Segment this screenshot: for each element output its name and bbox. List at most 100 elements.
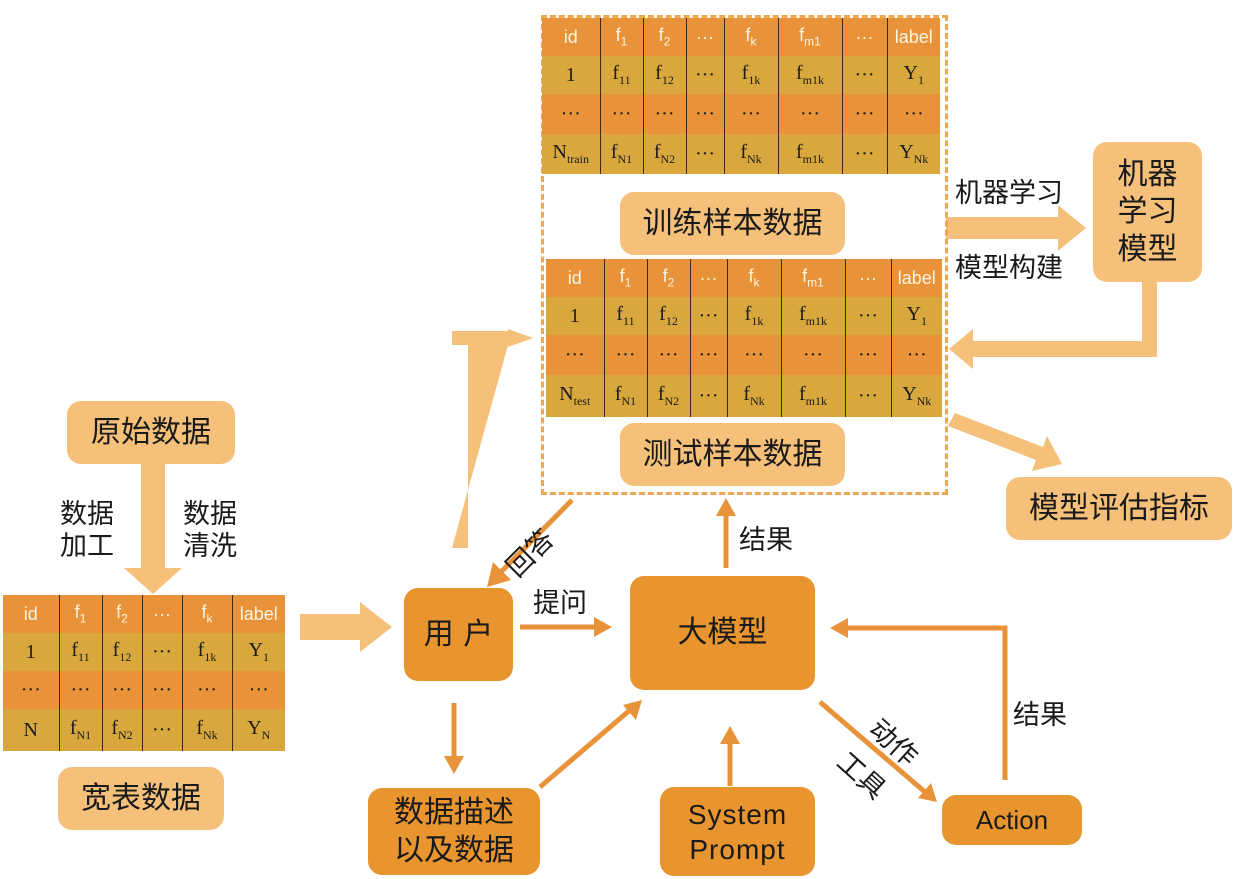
cell-subscript: k	[206, 611, 213, 626]
cell-text: ···	[741, 102, 761, 125]
table-cell: ···	[844, 335, 891, 375]
cell-text: ···	[858, 304, 878, 327]
table-cell: ···	[141, 633, 182, 671]
ml-model-line-2: 学习	[1117, 194, 1178, 230]
table-cell: ···	[689, 335, 727, 375]
table-cell: fN1	[58, 709, 102, 751]
table-cell: ···	[844, 259, 891, 297]
cell-subscript: Nk	[916, 394, 932, 408]
cell-subscript: N2	[660, 152, 676, 166]
table-cell: ···	[141, 709, 182, 751]
cell-text: Y	[899, 141, 914, 163]
cell-text: f	[748, 266, 754, 287]
model-eval-label: 模型评估指标	[1029, 490, 1209, 526]
table-cell: ···	[646, 335, 690, 375]
wide-table-box: 宽表数据	[58, 767, 224, 830]
cell-text: f	[745, 25, 751, 46]
cell-text: f	[802, 266, 808, 287]
raw-data-label: 原始数据	[91, 414, 211, 450]
cell-text: ···	[248, 678, 269, 701]
system-prompt-line-1: System	[687, 798, 788, 830]
cell-text: ···	[197, 678, 217, 701]
cell-text: 1	[565, 63, 576, 86]
ml-model-line-3: 模型	[1117, 231, 1178, 267]
cell-text: f	[610, 141, 618, 163]
table-cell: fN1	[603, 375, 647, 417]
arrow-llm-to-action-head	[918, 783, 937, 802]
result-right-label: 结果	[1013, 700, 1067, 731]
cell-text: f	[662, 266, 668, 287]
cell-text: ···	[744, 343, 764, 366]
cell-subscript: 12	[661, 73, 674, 87]
cell-text: N	[552, 141, 567, 163]
table-cell: ···	[599, 94, 643, 134]
table-cell: ···	[841, 18, 887, 56]
ml-model-box: 机器 学习 模型	[1093, 142, 1202, 282]
cell-subscript: 1	[917, 73, 924, 87]
table-cell: ···	[3, 671, 59, 709]
cell-text: ···	[855, 26, 874, 47]
table-cell: fNk	[181, 709, 232, 751]
test-data-label: 测试样本数据	[642, 436, 823, 472]
cell-subscript: 1	[624, 275, 632, 290]
arrow-model-to-test	[949, 282, 1157, 369]
table-cell: 1	[3, 633, 59, 671]
table-cell: ···	[58, 671, 102, 709]
cell-subscript: m1k	[805, 394, 827, 408]
cell-subscript: 1	[79, 611, 87, 626]
cell-subscript: m1k	[802, 73, 824, 87]
cell-text: 1	[25, 640, 36, 663]
table-cell: fN2	[646, 375, 690, 417]
table-cell: ···	[181, 671, 232, 709]
table-cell: fN2	[101, 709, 142, 751]
table-cell: fm1	[780, 259, 845, 297]
table-cell: f2	[101, 595, 142, 633]
train-data-box: 训练样本数据	[620, 192, 845, 255]
table-cell: ···	[723, 94, 778, 134]
cell-text: ···	[859, 267, 877, 288]
table-cell: ···	[101, 671, 142, 709]
table-cell: ···	[603, 335, 647, 375]
cell-text: ···	[658, 343, 679, 366]
table-cell: Y1	[231, 633, 285, 671]
table-cell: YN	[231, 709, 285, 751]
table-cell: ···	[841, 94, 887, 134]
cell-text: label	[894, 26, 933, 47]
cell-text: Y	[248, 639, 263, 661]
cell-subscript: m1k	[805, 314, 827, 328]
cell-text: ···	[854, 142, 875, 165]
arrow-user-to-test	[452, 329, 533, 548]
raw-data-box: 原始数据	[67, 401, 235, 464]
cell-text: Y	[903, 62, 918, 84]
cell-text: f	[659, 303, 666, 325]
cell-text: ···	[695, 142, 715, 165]
cell-text: ···	[906, 343, 927, 366]
cell-subscript: N2	[664, 394, 680, 408]
system-prompt-box: System Prompt	[660, 787, 815, 876]
cell-subscript: 11	[619, 73, 631, 87]
table-cell: fN2	[642, 134, 686, 174]
table-cell: f12	[646, 297, 690, 335]
table-cell: f1k	[723, 56, 778, 94]
table-cell: ···	[542, 94, 600, 134]
arrow-action-to-llm-head	[830, 618, 848, 638]
cell-text: ···	[696, 26, 714, 47]
cell-subscript: Nk	[913, 152, 929, 166]
table-cell: ···	[642, 94, 686, 134]
cell-text: id	[567, 267, 582, 288]
cell-text: ···	[560, 102, 581, 125]
table-cell: fm1k	[780, 297, 845, 335]
cell-text: ···	[615, 343, 636, 366]
cell-subscript: k	[750, 34, 757, 49]
cell-text: f	[196, 717, 203, 739]
arrow-user-down-head	[444, 756, 464, 774]
system-prompt-line-2: Prompt	[689, 833, 786, 865]
wide-table-label: 宽表数据	[81, 780, 201, 816]
table-cell: 1	[542, 56, 600, 94]
cell-text: ···	[854, 102, 875, 125]
cell-text: f	[744, 303, 752, 325]
